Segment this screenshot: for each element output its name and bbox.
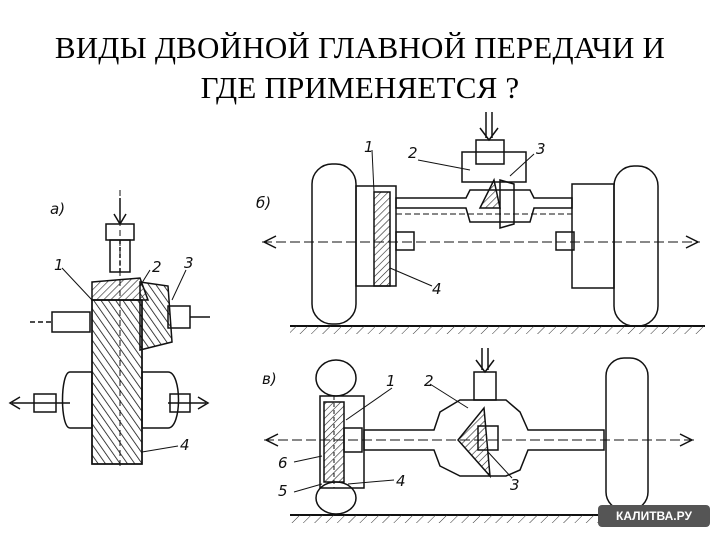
watermark-badge: КАЛИТВА.РУ [598,505,710,527]
figure-a-label: а) [50,200,65,218]
watermark-text: КАЛИТВА.РУ [616,509,692,523]
figure-b-part-4: 4 [432,280,442,298]
figure-v-part-1: 1 [386,372,396,390]
figure-v [264,348,694,523]
figure-a-part-1: 1 [54,256,64,274]
figure-v-part-4: 4 [396,472,406,490]
figure-v-part-5: 5 [278,482,288,500]
slide-title: ВИДЫ ДВОЙНОЙ ГЛАВНОЙ ПЕРЕДАЧИ И ГДЕ ПРИМ… [0,28,720,108]
figure-v-part-6: 6 [278,454,288,472]
figure-a [8,190,210,470]
title-line-1: ВИДЫ ДВОЙНОЙ ГЛАВНОЙ ПЕРЕДАЧИ И [54,30,666,65]
figure-b-part-3: 3 [536,140,546,158]
figure-v-label: в) [262,370,277,388]
figure-a-part-3: 3 [184,254,194,272]
figure-v-part-2: 2 [424,372,434,390]
figure-v-part-3: 3 [510,476,520,494]
figure-b [262,112,705,334]
figure-a-part-2: 2 [152,258,162,276]
figure-b-part-1: 1 [364,138,374,156]
figure-b-label: б) [256,194,271,212]
figure-b-part-2: 2 [408,144,418,162]
title-line-2: ГДЕ ПРИМЕНЯЕТСЯ ? [200,70,520,105]
figure-a-part-4: 4 [180,436,190,454]
